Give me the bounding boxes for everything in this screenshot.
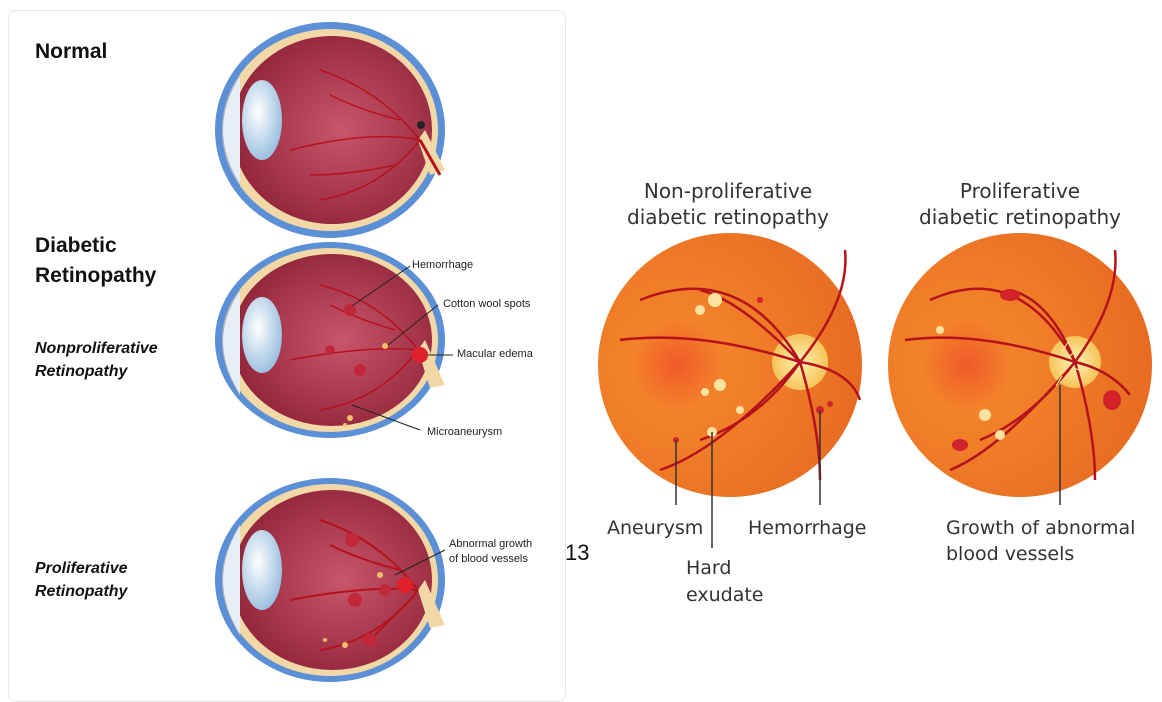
hemorrhage-label: Hemorrhage (748, 516, 867, 541)
growth-label-line2: blood vessels (946, 542, 1074, 567)
proliferative-fundus (888, 233, 1152, 497)
nonproliferative-fundus (598, 233, 862, 497)
hard-exudate-label-line1: Hard (686, 556, 731, 581)
growth-label-line1: Growth of abnormal (946, 516, 1135, 541)
hard-exudate-label-line2: exudate (686, 583, 763, 608)
aneurysm-label: Aneurysm (607, 516, 703, 541)
